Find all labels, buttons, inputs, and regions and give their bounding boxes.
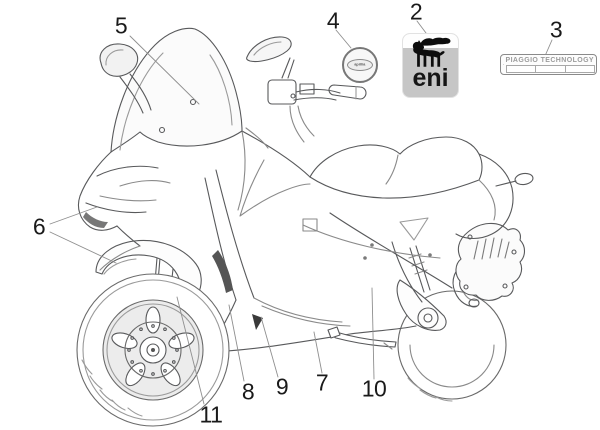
callout-7: 7 <box>315 369 329 396</box>
callout-2: 2 <box>409 0 423 25</box>
callout-8: 8 <box>241 378 255 405</box>
eni-six-legged-dog-icon <box>412 37 451 67</box>
front-wheel <box>76 273 230 427</box>
plate-title: PIAGGIO TECHNOLOGY <box>505 56 594 64</box>
piaggio-shield-icon <box>503 64 504 65</box>
side-stand <box>327 326 397 350</box>
body-panels <box>204 130 453 353</box>
plate-cells <box>505 64 596 73</box>
eni-sticker-wordmark: eni <box>412 64 449 92</box>
plate-cell <box>505 64 537 73</box>
piaggio-technology-plate: PIAGGIO TECHNOLOGY <box>500 54 597 75</box>
callout-6: 6 <box>32 213 46 240</box>
eni-sticker-decal: eni <box>403 34 458 97</box>
callout-9: 9 <box>275 373 289 400</box>
leader-lines <box>49 20 553 405</box>
plate-right-section: PIAGGIO TECHNOLOGY <box>505 56 596 73</box>
aprilia-badge-decal: aprilia <box>342 47 378 83</box>
mirrors-handlebar <box>99 36 367 143</box>
callout-4: 4 <box>326 7 340 34</box>
callout-5: 5 <box>114 12 128 39</box>
callout-11: 11 <box>199 401 223 428</box>
aprilia-badge-oval: aprilia <box>347 59 373 71</box>
callout-3: 3 <box>549 16 563 43</box>
seat-and-tail <box>309 136 534 241</box>
front-fairing <box>77 27 269 271</box>
plate-cell <box>564 64 596 73</box>
callout-10: 10 <box>361 375 387 402</box>
plate-cell <box>535 64 566 73</box>
aprilia-badge-text: aprilia <box>354 63 366 67</box>
muffler-heat-shield <box>455 222 526 301</box>
